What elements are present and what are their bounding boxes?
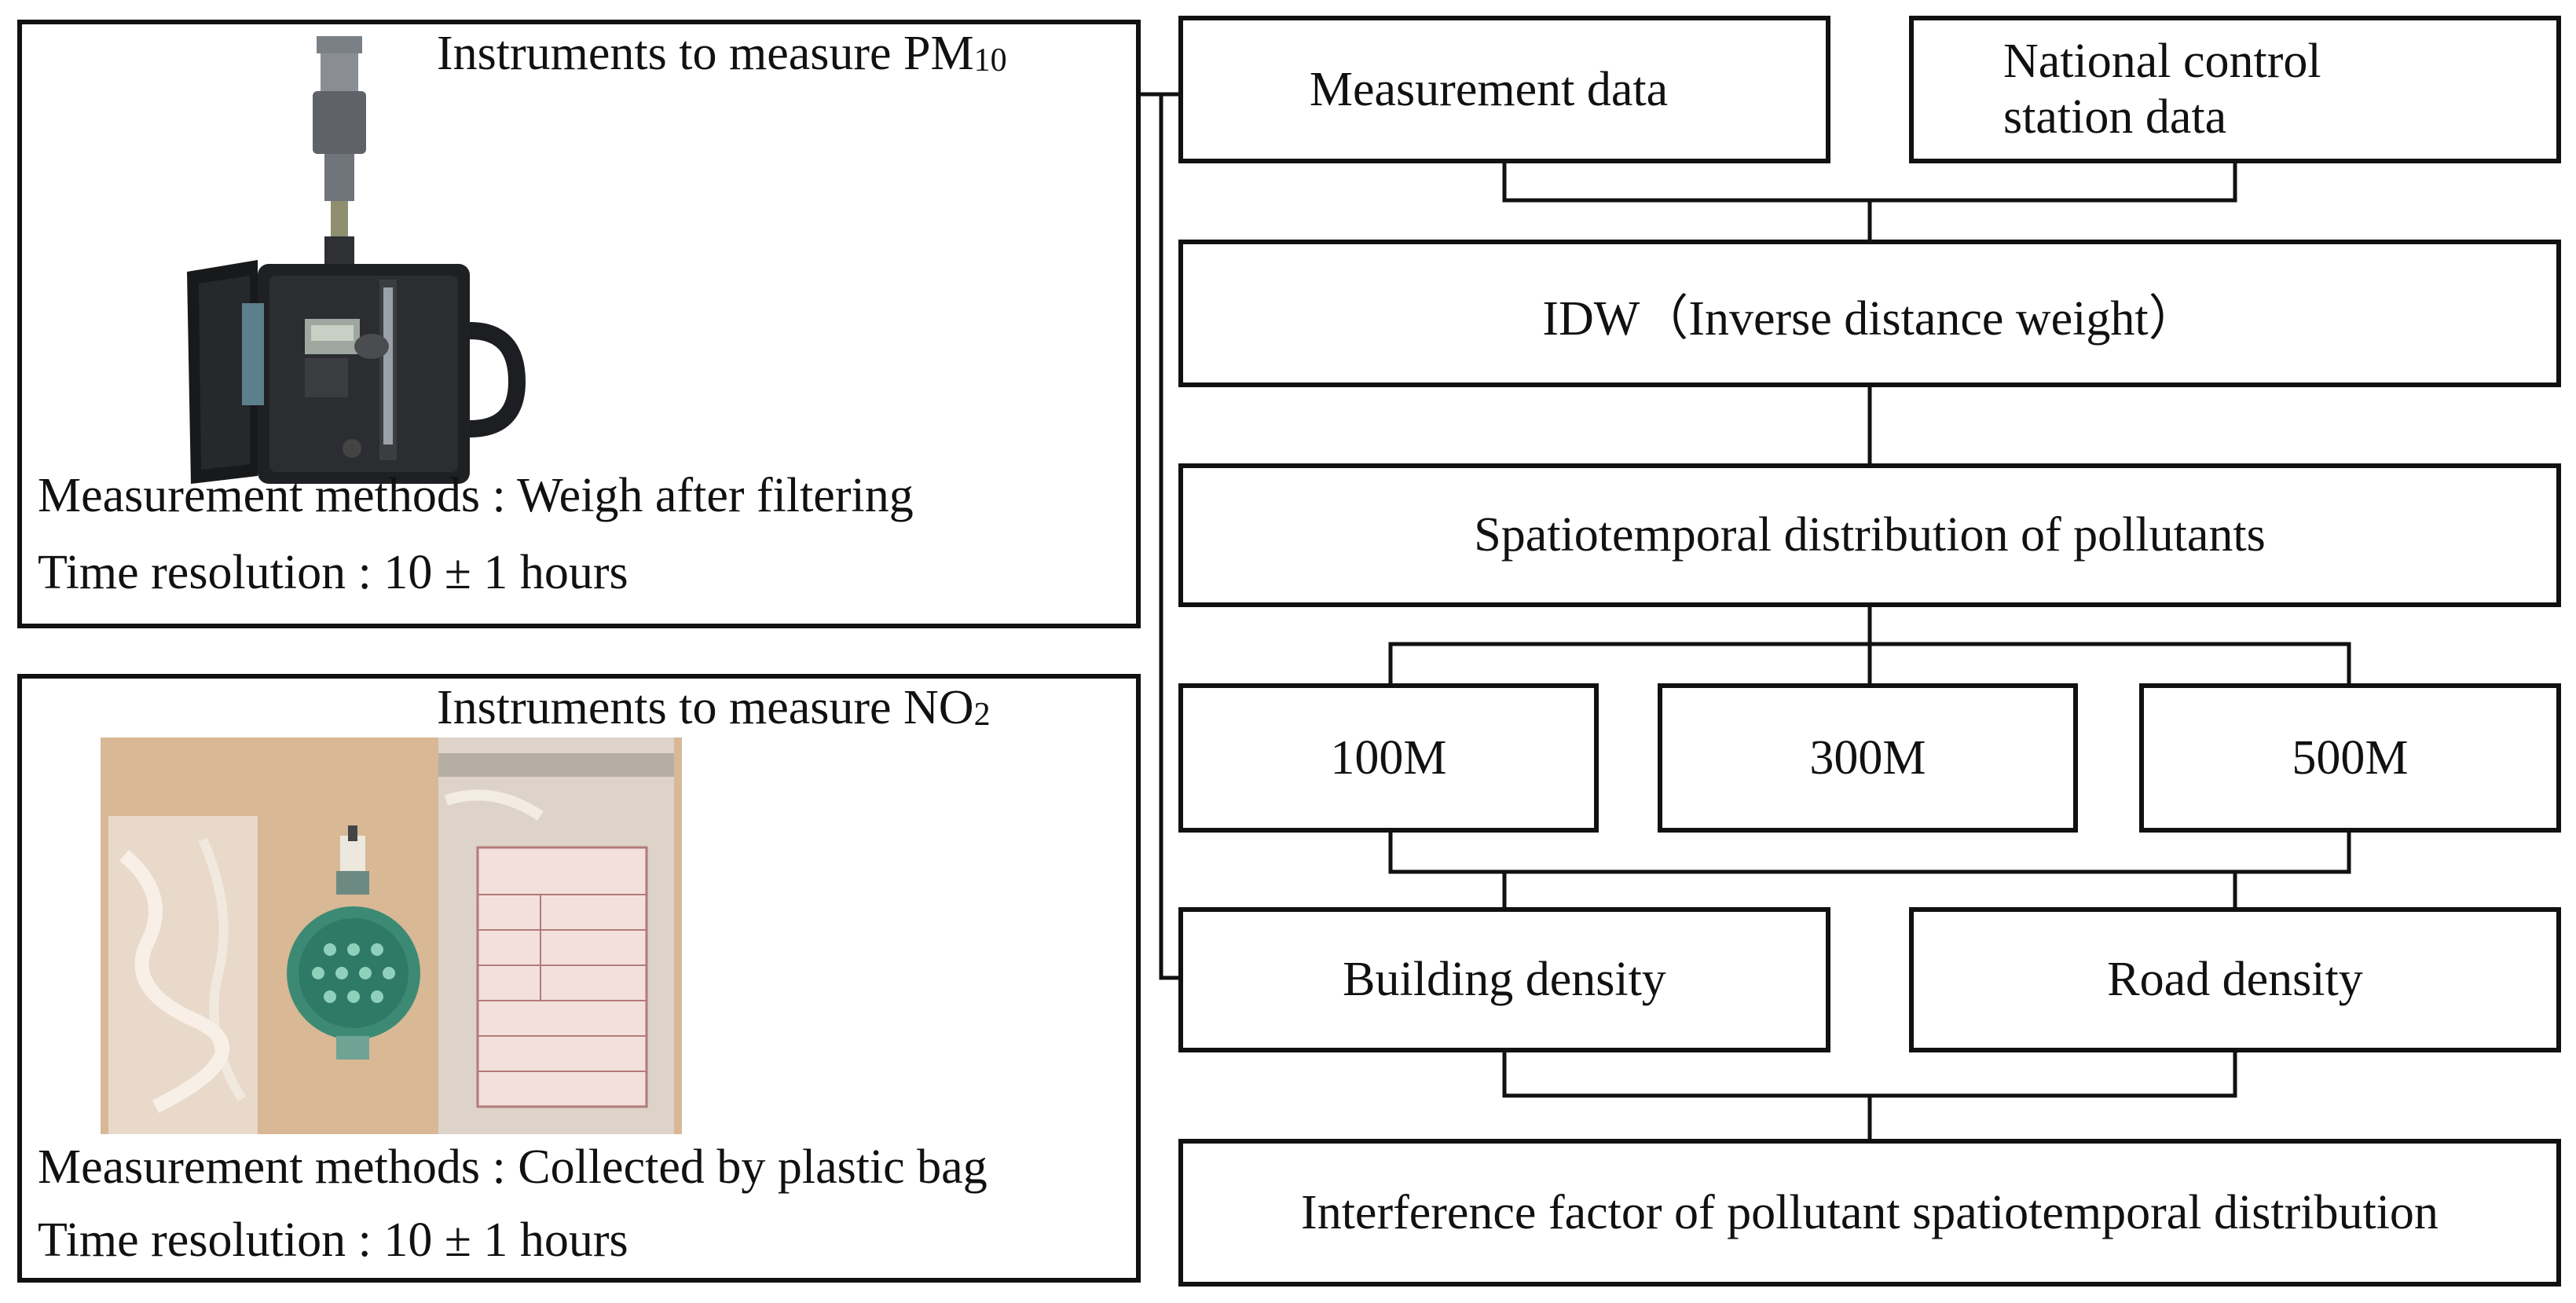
spatiotemporal-distribution-box: Spatiotemporal distribution of pollutant… bbox=[1178, 463, 2561, 607]
measurement-data-label: Measurement data bbox=[1309, 62, 1669, 116]
idw-box: IDW（Inverse distance weight） bbox=[1178, 240, 2561, 387]
no2-sampler-image bbox=[101, 738, 682, 1134]
buffer-100m-box: 100M bbox=[1178, 683, 1599, 833]
pm10-title-main: Instruments to measure PM bbox=[437, 27, 974, 80]
spatiotemporal-distribution-label: Spatiotemporal distribution of pollutant… bbox=[1474, 508, 2266, 562]
buffer-100m-label: 100M bbox=[1330, 730, 1447, 785]
road-density-box: Road density bbox=[1909, 907, 2561, 1052]
no2-title-main: Instruments to measure NO bbox=[437, 681, 974, 734]
buffer-300m-box: 300M bbox=[1658, 683, 2078, 833]
national-control-station-label: National control station data bbox=[2003, 34, 2321, 144]
no2-time-resolution: Time resolution : 10 ± 1 hours bbox=[38, 1213, 628, 1267]
measurement-data-box: Measurement data bbox=[1178, 16, 1830, 163]
pm10-panel-title: Instruments to measure PM10 bbox=[437, 26, 1007, 82]
building-density-box: Building density bbox=[1178, 907, 1830, 1052]
interference-factor-box: Interference factor of pollutant spatiot… bbox=[1178, 1139, 2561, 1287]
road-density-label: Road density bbox=[2107, 953, 2363, 1006]
pm10-instrument-panel: Instruments to measure PM10 Measurement … bbox=[17, 20, 1141, 628]
idw-label: IDW（Inverse distance weight） bbox=[1542, 292, 2197, 346]
interference-factor-label: Interference factor of pollutant spatiot… bbox=[1301, 1185, 2439, 1239]
no2-title-subscript: 2 bbox=[973, 697, 991, 733]
no2-measurement-method: Measurement methods : Collected by plast… bbox=[38, 1140, 988, 1194]
national-control-station-box: National control station data bbox=[1909, 16, 2561, 163]
pm10-sampler-image bbox=[187, 36, 526, 484]
pm10-time-resolution: Time resolution : 10 ± 1 hours bbox=[38, 546, 628, 599]
building-density-label: Building density bbox=[1343, 953, 1666, 1006]
buffer-300m-label: 300M bbox=[1809, 730, 1926, 785]
pm10-measurement-method: Measurement methods : Weigh after filter… bbox=[38, 469, 914, 522]
pm10-title-subscript: 10 bbox=[973, 42, 1007, 79]
buffer-500m-box: 500M bbox=[2139, 683, 2561, 833]
no2-instrument-panel: Instruments to measure NO2 Measu bbox=[17, 674, 1141, 1283]
buffer-500m-label: 500M bbox=[2292, 730, 2409, 785]
no2-panel-title: Instruments to measure NO2 bbox=[437, 680, 991, 736]
